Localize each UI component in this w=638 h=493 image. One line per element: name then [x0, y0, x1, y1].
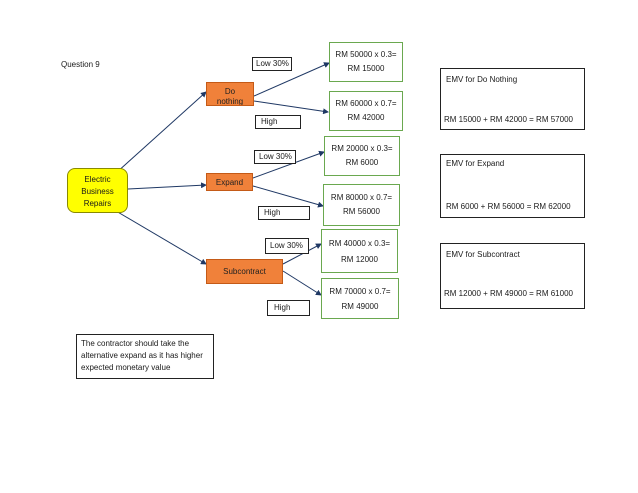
leaf-result: RM 15000 [347, 64, 385, 73]
edge-do-nothing-low [253, 62, 330, 97]
edge-do-nothing-high [253, 100, 329, 115]
leaf-expand-low: RM 20000 x 0.3= RM 6000 [324, 136, 400, 176]
edge-root-to-subcontract [115, 210, 207, 265]
leaf-result: RM 6000 [345, 158, 379, 167]
conclusion-box: The contractor should take the alternati… [76, 334, 214, 379]
decision-node-do-nothing: Do nothing [206, 82, 254, 106]
root-line: Repairs [83, 199, 112, 208]
edge-root-to-do-nothing [115, 91, 207, 174]
question-label: Question 9 [61, 60, 100, 69]
emv-formula: RM 6000 + RM 56000 = RM 62000 [446, 202, 571, 211]
decision-node-subcontract: Subcontract [206, 259, 283, 284]
leaf-expand-high: RM 80000 x 0.7= RM 56000 [323, 184, 400, 226]
conclusion-line: expected monetary value [81, 363, 171, 372]
emv-title: EMV for Subcontract [446, 250, 520, 259]
branch-label-low: Low 30% [265, 238, 309, 254]
leaf-result: RM 12000 [341, 255, 378, 264]
conclusion-line: alternative expand as it has higher [81, 351, 203, 360]
emv-box-do-nothing: EMV for Do Nothing RM 15000 + RM 42000 =… [440, 68, 585, 130]
branch-label-high: High [258, 206, 310, 220]
decision-label: Do [224, 87, 236, 96]
edge-expand-low [252, 150, 325, 179]
decision-label: Subcontract [223, 267, 266, 276]
edge-subcontract-high [282, 270, 322, 296]
leaf-formula: RM 20000 x 0.3= [331, 144, 393, 153]
leaf-subcontract-low: RM 40000 x 0.3= RM 12000 [321, 229, 398, 273]
emv-title: EMV for Do Nothing [446, 75, 518, 84]
leaf-subcontract-high: RM 70000 x 0.7= RM 49000 [321, 278, 399, 319]
branch-label-low: Low 30% [252, 57, 292, 71]
emv-box-expand: EMV for Expand RM 6000 + RM 56000 = RM 6… [440, 154, 585, 218]
root-line: Business [81, 187, 114, 196]
edge-root-to-expand [127, 182, 207, 190]
leaf-formula: RM 60000 x 0.7= [335, 99, 397, 108]
leaf-result: RM 56000 [343, 207, 380, 216]
leaf-do-nothing-high: RM 60000 x 0.7= RM 42000 [329, 91, 403, 131]
emv-formula: RM 12000 + RM 49000 = RM 61000 [444, 289, 573, 298]
leaf-formula: RM 70000 x 0.7= [329, 287, 391, 296]
decision-label: nothing [216, 97, 244, 106]
decision-node-expand: Expand [206, 173, 253, 191]
emv-box-subcontract: EMV for Subcontract RM 12000 + RM 49000 … [440, 243, 585, 309]
leaf-result: RM 49000 [341, 302, 379, 311]
decision-label: Expand [215, 178, 244, 187]
conclusion-line: The contractor should take the [81, 339, 190, 348]
emv-formula: RM 15000 + RM 42000 = RM 57000 [444, 115, 573, 124]
leaf-do-nothing-low: RM 50000 x 0.3= RM 15000 [329, 42, 403, 82]
edge-subcontract-low [282, 243, 322, 265]
edge-expand-high [252, 185, 324, 208]
root-line: Electric [84, 175, 111, 184]
root-node: Electric Business Repairs [67, 168, 128, 213]
leaf-formula: RM 80000 x 0.7= [330, 193, 393, 202]
branch-label-low: Low 30% [254, 150, 296, 164]
leaf-result: RM 42000 [347, 113, 385, 122]
emv-title: EMV for Expand [446, 159, 505, 168]
branch-label-high: High [267, 300, 310, 316]
leaf-formula: RM 50000 x 0.3= [335, 50, 397, 59]
leaf-formula: RM 40000 x 0.3= [328, 239, 391, 248]
branch-label-high: High [255, 115, 301, 129]
